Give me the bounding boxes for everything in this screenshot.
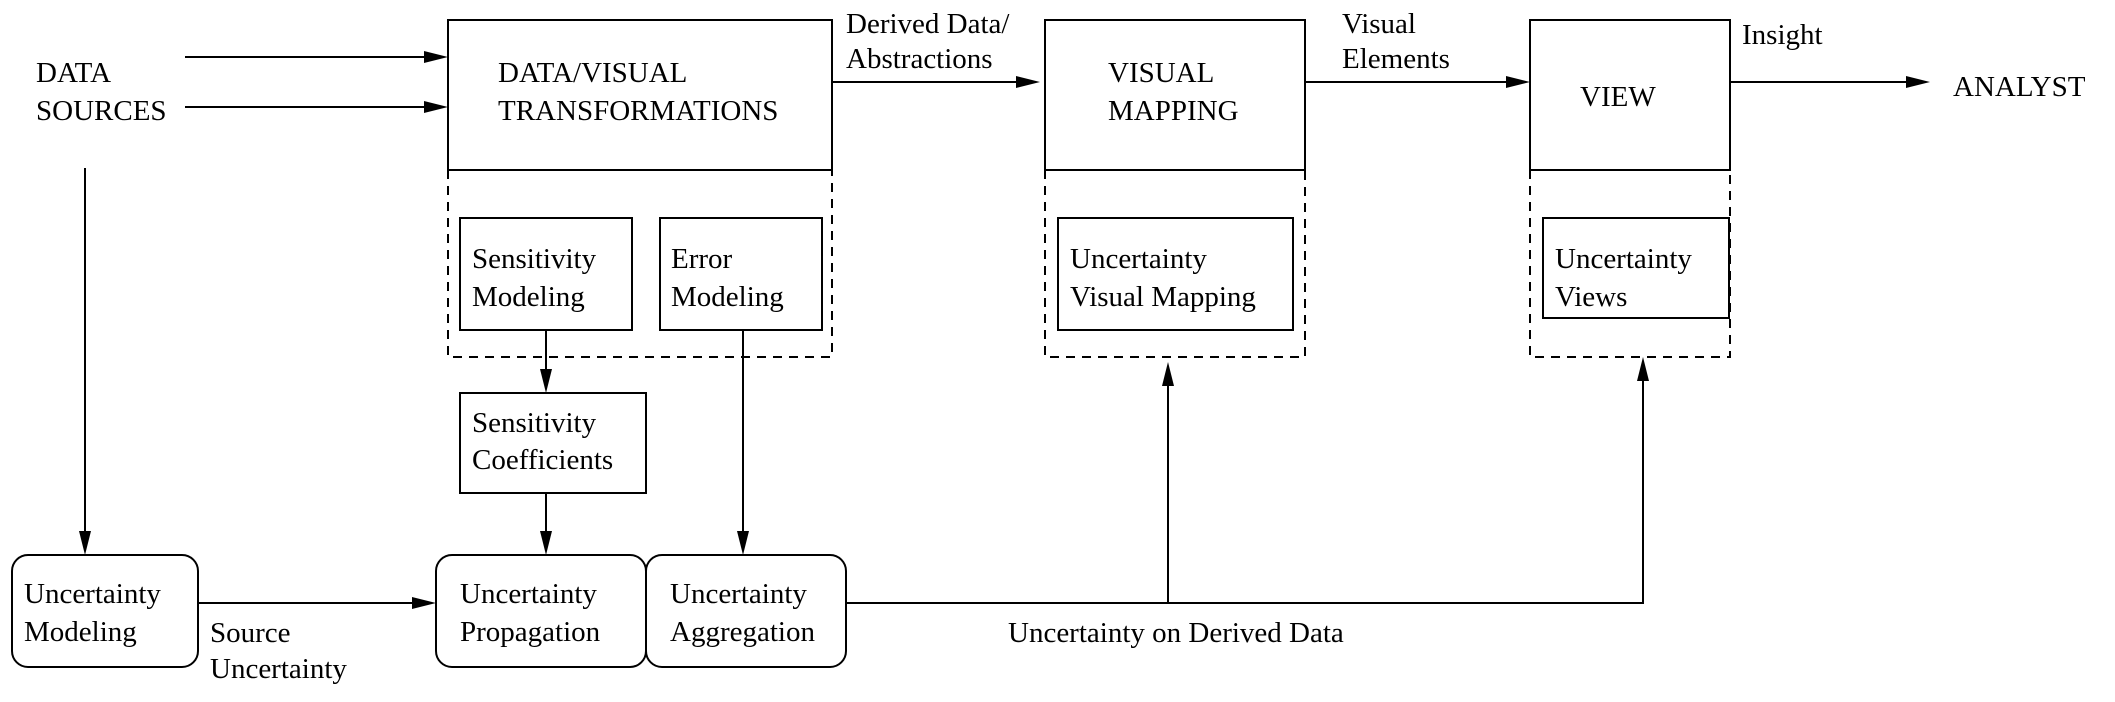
uncertainty-aggregation-label-line1: Uncertainty	[670, 578, 807, 610]
sensitivity-modeling-box	[459, 217, 633, 331]
uncertainty-visual-mapping-box	[1057, 217, 1294, 331]
uncertainty-views-box	[1542, 217, 1730, 319]
derived-uncertainty-line	[846, 376, 1644, 604]
source-uncertainty-label-line1: Source	[210, 617, 291, 649]
uncertainty-visual-mapping-label-line2: Visual Mapping	[1070, 281, 1256, 313]
arrowhead	[1637, 357, 1649, 381]
error-modeling-box	[659, 217, 823, 331]
arrowhead	[79, 531, 91, 555]
arrowhead	[424, 101, 448, 113]
uncertainty-visual-mapping-label-line1: Uncertainty	[1070, 243, 1207, 275]
sensitivity-modeling-label-line2: Modeling	[472, 281, 585, 313]
transform-label-line2: TRANSFORMATIONS	[498, 95, 778, 127]
arrowhead	[540, 369, 552, 393]
transformations-extension	[447, 170, 833, 358]
derived-uncertainty-label: Uncertainty on Derived Data	[1008, 617, 1344, 649]
visual-elements-label-line1: Visual	[1342, 8, 1416, 40]
data-sources-label-line1: DATA	[36, 57, 111, 89]
arrowhead	[1016, 76, 1040, 88]
uncertainty-views-label-line1: Uncertainty	[1555, 243, 1692, 275]
uncertainty-modeling-box	[11, 554, 199, 668]
error-modeling-label-line1: Error	[671, 243, 733, 275]
error-modeling-label-line2: Modeling	[671, 281, 784, 313]
arrowhead	[1162, 362, 1174, 386]
mapping-label-line1: VISUAL	[1108, 57, 1214, 89]
uncertainty-aggregation-box	[645, 554, 847, 668]
arrowhead	[540, 531, 552, 555]
uncertainty-views-label-line2: Views	[1555, 281, 1627, 313]
arrowhead	[412, 597, 436, 609]
uncertainty-aggregation-label-line2: Aggregation	[670, 616, 815, 648]
arrowhead	[1906, 76, 1930, 88]
derived-data-label-line2: Abstractions	[846, 43, 993, 75]
uncertainty-modeling-label-line2: Modeling	[24, 616, 137, 648]
sensitivity-modeling-label-line1: Sensitivity	[472, 243, 597, 275]
sensitivity-coefficients-label-line1: Sensitivity	[472, 407, 597, 439]
derived-data-label-line1: Derived Data/	[846, 8, 1010, 40]
uncertainty-propagation-box	[435, 554, 647, 668]
uncertainty-modeling-label-line1: Uncertainty	[24, 578, 161, 610]
transformations-box	[447, 19, 833, 171]
data-sources-label-line2: SOURCES	[36, 95, 167, 127]
visual-elements-label-line2: Elements	[1342, 43, 1450, 75]
uncertainty-propagation-label-line1: Uncertainty	[460, 578, 597, 610]
uncertainty-propagation-label-line2: Propagation	[460, 616, 601, 648]
sensitivity-coefficients-box	[459, 392, 647, 494]
sensitivity-coefficients-label-line2: Coefficients	[472, 444, 613, 476]
view-box	[1529, 19, 1731, 171]
arrowhead	[424, 51, 448, 63]
arrowhead	[1506, 76, 1530, 88]
visual-mapping-box	[1044, 19, 1306, 171]
mapping-label-line2: MAPPING	[1108, 95, 1239, 127]
transform-label-line1: DATA/VISUAL	[498, 57, 687, 89]
source-uncertainty-label-line2: Uncertainty	[210, 653, 347, 685]
insight-label: Insight	[1742, 19, 1823, 51]
view-label: VIEW	[1580, 81, 1656, 113]
arrowhead	[737, 531, 749, 555]
analyst-label: ANALYST	[1953, 71, 2086, 103]
